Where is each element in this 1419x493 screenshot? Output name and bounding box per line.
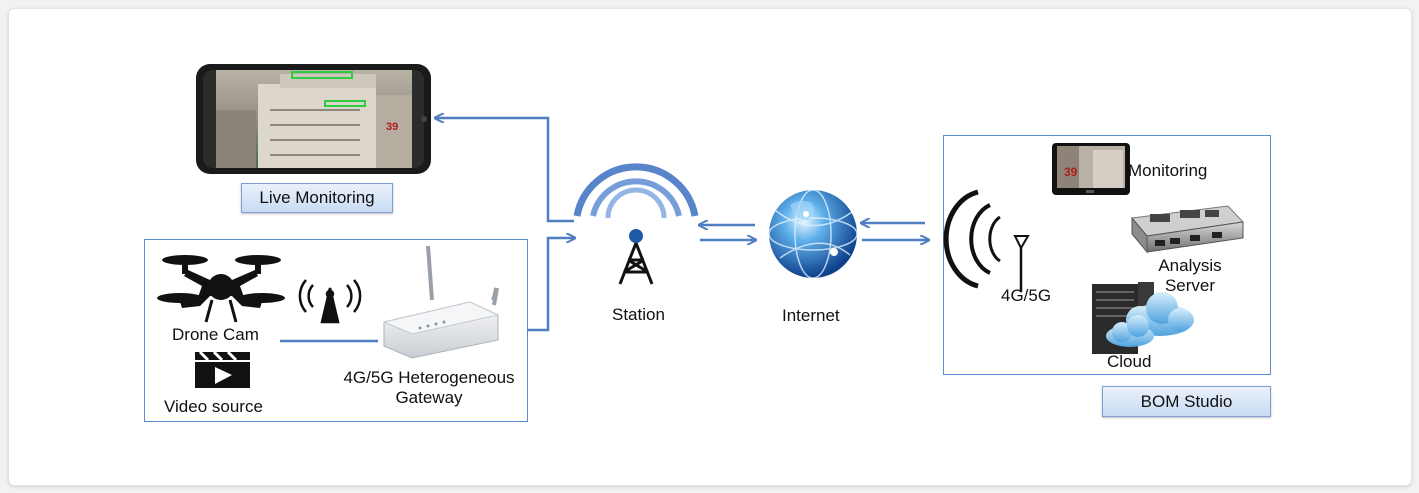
- antenna-label: 4G/5G: [1001, 286, 1052, 305]
- antenna-icon: [943, 189, 1030, 292]
- cloud-icon: [1092, 282, 1194, 354]
- tower-icon: [573, 163, 699, 285]
- server-icon: [1131, 205, 1245, 254]
- drone-cam-label: Drone Cam: [172, 325, 259, 344]
- gateway-label-line2: Gateway: [395, 388, 463, 407]
- monitoring-label: Monitoring: [1128, 161, 1208, 180]
- analysis-server-line1: Analysis: [1158, 256, 1222, 275]
- monitor-building-number: 39: [1064, 165, 1078, 179]
- connectors: [280, 118, 928, 343]
- gateway-label-line1: 4G/5G Heterogeneous: [343, 368, 515, 387]
- analysis-server-line2: Server: [1164, 276, 1216, 295]
- station-label: Station: [612, 305, 665, 324]
- internet-label: Internet: [782, 306, 840, 325]
- smartphone-icon: [196, 64, 431, 174]
- drone-icon: [157, 255, 285, 323]
- bom-studio-box: [943, 135, 1271, 375]
- cloud-label: Cloud: [1107, 352, 1152, 371]
- video-source-label: Video source: [164, 397, 263, 416]
- station-to-phone-arrow: [436, 118, 574, 223]
- bom-studio-label: BOM Studio: [1102, 386, 1271, 417]
- clapperboard-icon: [195, 350, 250, 388]
- globe-icon: [768, 189, 858, 279]
- router-icon: [382, 245, 500, 359]
- live-monitoring-label: Live Monitoring: [241, 183, 393, 213]
- wireless-signal-icon: [298, 279, 362, 324]
- monitor-icon: [1052, 143, 1130, 195]
- gateway-to-station-arrow: [527, 238, 574, 332]
- phone-building-number: 39: [386, 121, 398, 133]
